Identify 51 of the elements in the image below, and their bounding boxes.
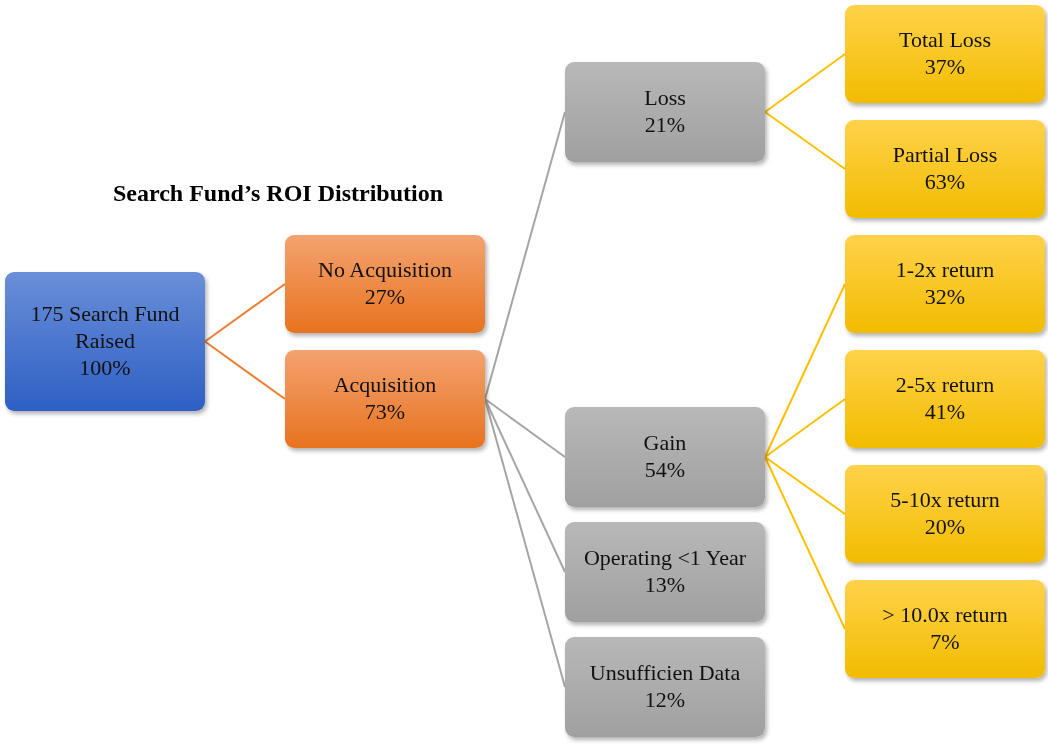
connector-line	[764, 283, 846, 458]
node-text: 12%	[644, 687, 686, 714]
node-text: 20%	[924, 514, 966, 541]
node-box	[845, 235, 1045, 333]
node-text: 100%	[79, 354, 131, 382]
node-text: 7%	[930, 629, 960, 656]
node-text: 37%	[924, 54, 966, 81]
node-box	[565, 637, 765, 737]
connector-line	[484, 398, 566, 573]
node-text: Unsufficien Data	[589, 660, 741, 687]
node-box	[845, 5, 1045, 103]
connector-line	[764, 456, 846, 515]
node-text: 13%	[644, 572, 686, 599]
connector-line	[204, 340, 286, 400]
diagram-title: Search Fund’s ROI Distribution	[111, 180, 445, 207]
node-text: > 10.0x return	[882, 602, 1008, 629]
node-text: 175 Search Fund Raised	[29, 301, 181, 355]
connector-line	[484, 398, 566, 458]
connector-line	[764, 111, 846, 170]
connector-line	[484, 111, 566, 400]
node-text: 54%	[644, 457, 686, 484]
node-text: 27%	[364, 284, 406, 311]
node-box	[845, 350, 1045, 448]
node-text: Gain	[643, 430, 687, 457]
node-text: Acquisition	[333, 372, 437, 399]
node-text: No Acquisition	[318, 257, 452, 284]
node-box	[285, 350, 485, 448]
node-text: Operating <1 Year	[583, 545, 747, 572]
node-text: Partial Loss	[892, 142, 998, 169]
node-text: 2-5x return	[895, 372, 995, 399]
node-text: 5-10x return	[890, 487, 1000, 514]
node-box	[845, 120, 1045, 218]
node-box	[285, 235, 485, 333]
node-box	[565, 522, 765, 622]
node-text: Total Loss	[899, 27, 991, 54]
connector-line	[204, 283, 286, 343]
node-box	[845, 465, 1045, 563]
node-box	[565, 407, 765, 507]
node-box	[845, 580, 1045, 678]
connector-line	[764, 456, 846, 630]
node-text: 1-2x return	[895, 257, 995, 284]
node-text: Loss	[644, 85, 686, 112]
node-text: 73%	[364, 399, 406, 426]
connector-line	[764, 53, 846, 113]
node-text: 21%	[644, 112, 686, 139]
node-box	[5, 272, 205, 411]
node-text: 41%	[924, 399, 966, 426]
node-box	[565, 62, 765, 162]
connector-line	[764, 398, 846, 458]
node-text: 63%	[924, 169, 966, 196]
node-text: 32%	[924, 284, 966, 311]
